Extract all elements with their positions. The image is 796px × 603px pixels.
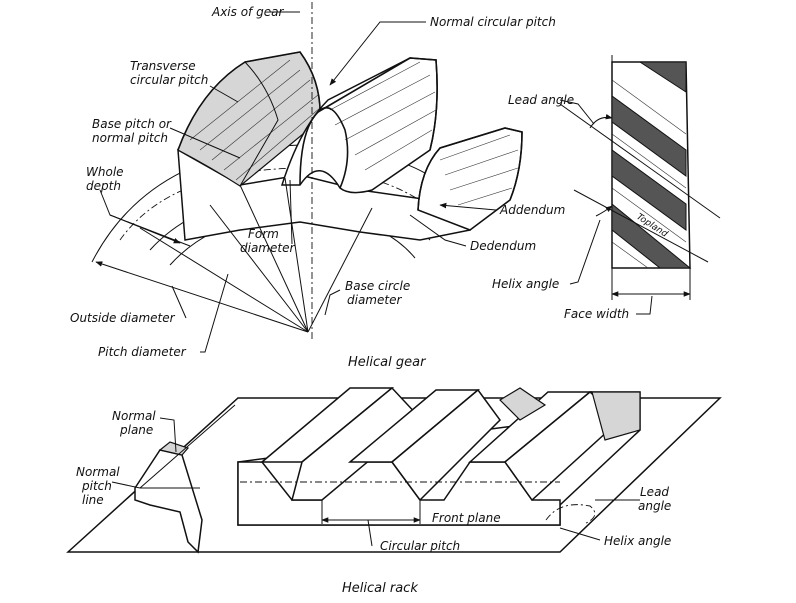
face-width-leader <box>636 295 653 315</box>
lead-angle-line <box>559 103 721 219</box>
normal-plane-leader <box>159 417 177 453</box>
normal-plane-label-2: plane <box>119 423 153 437</box>
rack-helix-angle-leader <box>559 527 601 541</box>
radial-lines <box>139 177 373 333</box>
whole-depth-label-1: Whole <box>86 165 124 179</box>
transverse-circular-pitch-label-1: Transverse <box>130 59 196 73</box>
outside-diameter-leader <box>171 285 187 319</box>
lead-angle-arc <box>589 113 613 129</box>
rack-lead-angle-label-1: Lead <box>640 485 669 499</box>
base-pitch-label-1: Base pitch or <box>92 117 172 131</box>
base-pitch-label-2: normal pitch <box>92 131 168 145</box>
transverse-pitch-leader <box>209 85 239 103</box>
pitch-diameter-label: Pitch diameter <box>98 345 187 359</box>
addendum-label: Addendum <box>499 203 565 217</box>
gear-tooth-1 <box>177 51 321 187</box>
transverse-circular-pitch-label-2: circular pitch <box>130 73 208 87</box>
axis-of-gear-label: Axis of gear <box>211 5 284 19</box>
normal-plane-section <box>134 404 236 554</box>
lead-angle-label: Lead angle <box>508 93 574 107</box>
base-circle-leader <box>324 289 341 316</box>
rack-labels: Normal plane Normal pitch line Front pla… <box>76 409 671 596</box>
outside-diameter-label: Outside diameter <box>70 311 176 325</box>
tooth-face-view <box>559 55 721 315</box>
base-circle-diameter-label-1: Base circle <box>345 279 410 293</box>
form-diameter-label-1: Form <box>248 227 279 241</box>
form-diameter-label-2: diameter <box>240 241 295 255</box>
normal-pitch-line-leader <box>111 481 141 489</box>
lead-angle-leader <box>559 99 595 125</box>
circular-pitch-label: Circular pitch <box>380 539 460 553</box>
whole-depth-label-2: depth <box>86 179 121 193</box>
helical-gear-caption: Helical gear <box>348 355 427 370</box>
gear-tooth-2 <box>280 57 438 194</box>
pitch-diameter-leader <box>200 273 229 353</box>
normal-pitch-line-label-3: line <box>82 493 104 507</box>
whole-depth-dim <box>109 214 191 247</box>
base-pitch-leader <box>169 127 241 159</box>
outside-diameter-dim <box>95 261 309 333</box>
normal-pitch-line-label-1: Normal <box>76 465 120 479</box>
helix-angle-line <box>573 189 709 263</box>
helix-angle-leader <box>569 219 601 285</box>
circular-pitch-leader <box>367 519 373 547</box>
gear-labels: Axis of gear Normal circular pitch Trans… <box>70 5 565 370</box>
helix-angle-arc <box>595 205 613 217</box>
rack-teeth <box>259 386 641 502</box>
form-diameter-leader <box>289 179 293 245</box>
helix-angle-label: Helix angle <box>492 277 559 291</box>
base-circle-diameter-label-2: diameter <box>347 293 402 307</box>
helical-gear-drawing <box>91 2 523 353</box>
helical-rack-caption: Helical rack <box>342 581 418 596</box>
helix-stripes <box>611 61 692 269</box>
normal-pitch-line-label-2: pitch <box>81 479 112 493</box>
dedendum-leader <box>409 214 467 247</box>
rack-helix-angle-label: Helix angle <box>604 534 671 548</box>
rack-helix-arc <box>545 504 596 525</box>
normal-circular-pitch-leader <box>329 21 426 86</box>
normal-plane-label-1: Normal <box>112 409 156 423</box>
dedendum-label: Dedendum <box>470 239 536 253</box>
face-width-label: Face width <box>564 307 629 321</box>
normal-circular-pitch-label: Normal circular pitch <box>430 15 556 29</box>
rack-lead-angle-label-2: angle <box>638 499 671 513</box>
front-plane-label: Front plane <box>432 511 501 525</box>
helical-rack-drawing <box>66 386 722 554</box>
addendum-leader <box>439 202 497 211</box>
